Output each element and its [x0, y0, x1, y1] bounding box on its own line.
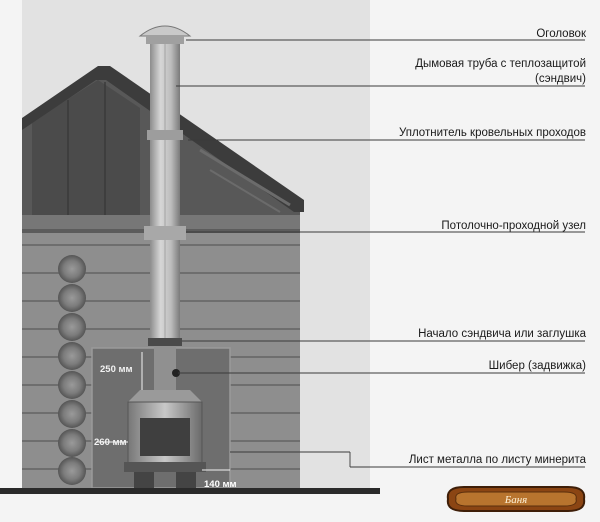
log-ends: [58, 255, 86, 485]
leader-lines: [176, 39, 585, 468]
banya-logo: Баня: [446, 486, 586, 512]
dimension-marks: [96, 352, 230, 471]
label-chimney-line2: (сэндвич): [535, 73, 586, 85]
label-damper: Шибер (задвижка): [488, 360, 586, 372]
dimension-top-gap: 250 мм: [100, 364, 133, 375]
chimney-pipe: [144, 44, 186, 390]
logo-text: Баня: [504, 494, 528, 506]
dimension-side-gap: 260 мм: [94, 437, 127, 448]
dimension-bottom-gap: 140 мм: [204, 479, 237, 490]
floor: [0, 488, 380, 494]
label-cap: Оголовок: [536, 28, 586, 40]
label-metal-sheet: Лист металла по листу минерита: [408, 454, 586, 466]
chimney-cap: [138, 25, 192, 44]
label-chimney-line1: Дымовая труба с теплозащитой: [415, 58, 586, 70]
stove: [124, 390, 206, 488]
label-ceiling-unit: Потолочно-проходной узел: [441, 220, 586, 232]
label-sandwich-start: Начало сэндвича или заглушка: [418, 328, 586, 340]
damper-knob: [172, 369, 180, 377]
label-roof-seal: Уплотнитель кровельных проходов: [398, 127, 586, 139]
